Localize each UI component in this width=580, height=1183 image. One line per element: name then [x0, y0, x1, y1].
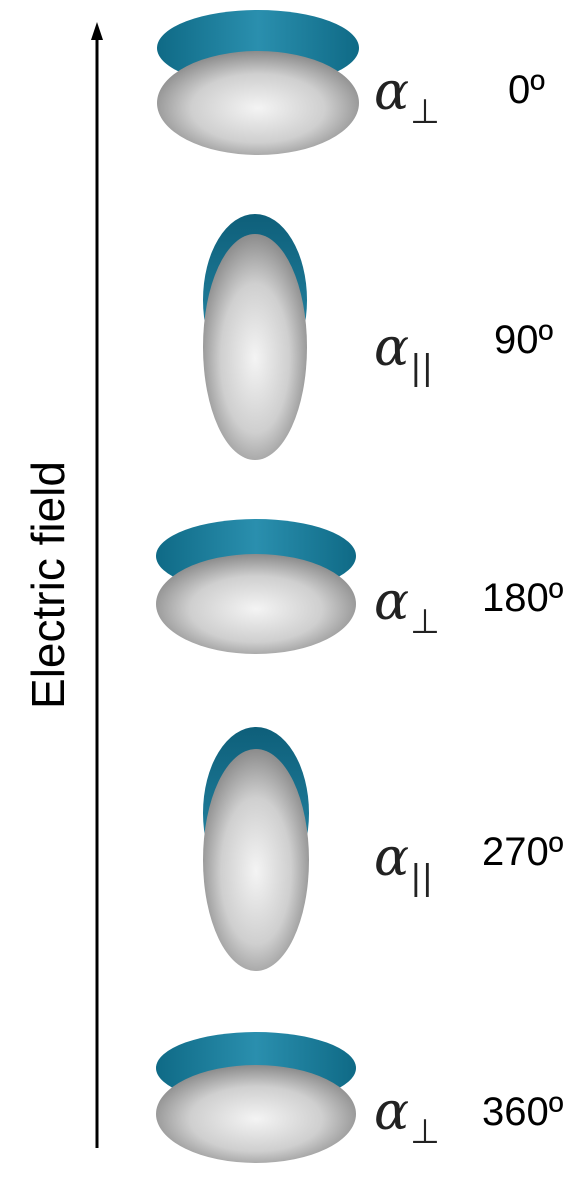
- molecule-body: [157, 51, 359, 155]
- molecule-body: [203, 234, 307, 460]
- molecule-state-180deg: [156, 519, 356, 654]
- polarizability-label: α⊥: [374, 572, 440, 642]
- angle-label: 180º: [482, 576, 564, 620]
- molecule-body: [203, 749, 309, 971]
- molecule-body: [156, 1065, 356, 1163]
- angle-label: 360º: [482, 1090, 564, 1134]
- polarizability-label: α||: [374, 318, 434, 388]
- polarizability-label: α⊥: [374, 62, 440, 132]
- polarizability-label: α||: [374, 828, 434, 898]
- axis-label: Electric field: [22, 461, 74, 709]
- molecule-body: [156, 554, 356, 654]
- molecule-state-360deg: [156, 1032, 356, 1163]
- molecule-state-90deg: [203, 214, 307, 460]
- angle-label: 0º: [508, 68, 545, 112]
- angle-label: 270º: [482, 830, 564, 874]
- molecule-state-270deg: [203, 727, 309, 971]
- field-arrow-head: [91, 22, 103, 40]
- polarizability-label: α⊥: [374, 1082, 440, 1152]
- angle-label: 90º: [494, 318, 554, 362]
- molecule-state-0deg: [157, 10, 359, 155]
